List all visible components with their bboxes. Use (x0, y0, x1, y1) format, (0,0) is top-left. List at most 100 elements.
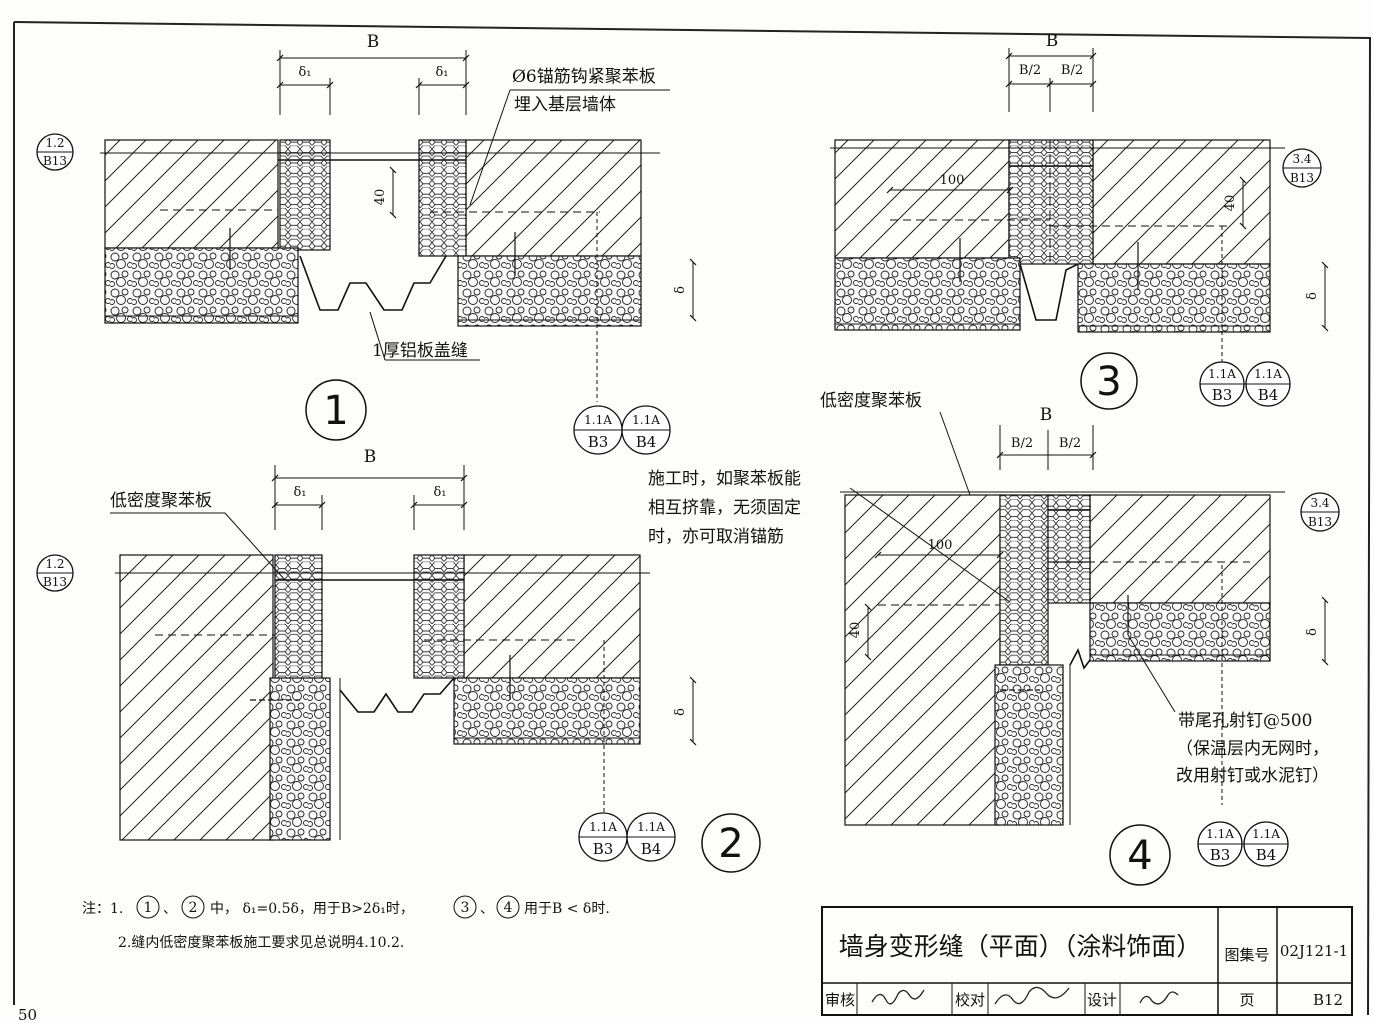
dim-b-3: B (1046, 31, 1059, 51)
svg-text:B4: B4 (1258, 386, 1279, 404)
check-label: 校对 (955, 991, 985, 1009)
svg-text:4: 4 (1127, 833, 1152, 879)
ref-pair-4: 1.1A 1.1A B3 B4 (1197, 821, 1289, 867)
note-text-1a: 中， δ₁=0.5δ，用于B>2δ₁时， (210, 901, 414, 917)
svg-text:2: 2 (718, 821, 743, 867)
ref-bubble-2: 1.2 B13 (36, 554, 74, 592)
detail-number-4: 4 (1109, 824, 1171, 886)
dim-delta-2: δ (673, 708, 688, 716)
svg-text:B3: B3 (1212, 386, 1233, 404)
review-label: 审核 (825, 991, 855, 1009)
svg-text:3: 3 (1096, 359, 1121, 405)
anchor-label-2: 埋入基层墙体 (514, 95, 616, 115)
dim-half-3a: B/2 (1019, 63, 1041, 78)
construct-note-1: 施工时，如聚苯板能 (648, 469, 801, 489)
dim-b-1: B (367, 32, 380, 52)
signature-review (871, 989, 925, 1005)
dim-delta-1: δ (673, 286, 688, 294)
dim-100-3: 100 (940, 173, 965, 188)
nail-label-1: 带尾孔射钉@500 (1178, 711, 1312, 731)
ref-pair-1: 1.1A 1.1A B3 B4 (573, 405, 671, 455)
ref-bubble-4: 3.4 B13 (1300, 492, 1340, 532)
svg-text:1.1A: 1.1A (589, 820, 617, 834)
svg-text:B3: B3 (593, 840, 614, 858)
svg-text:、: 、 (163, 901, 177, 917)
svg-text:B4: B4 (1256, 846, 1277, 864)
detail-number-1: 1 (305, 379, 367, 441)
dim-d1-1a: δ₁ (298, 65, 311, 80)
svg-text:4: 4 (504, 900, 513, 916)
svg-text:B4: B4 (641, 840, 662, 858)
svg-text:、: 、 (480, 901, 494, 917)
construct-note-2: 相互挤靠，无须固定 (648, 498, 801, 518)
page-number-box: B12 (1313, 991, 1343, 1009)
design-label: 设计 (1087, 991, 1117, 1009)
dim-d1-1b: δ₁ (435, 65, 448, 80)
dim-d1-2a: δ₁ (293, 485, 306, 500)
svg-text:1: 1 (323, 388, 348, 434)
svg-text:1.1A: 1.1A (637, 820, 665, 834)
al-cover-label: 1厚铝板盖缝 (372, 341, 468, 361)
atlas-label: 图集号 (1224, 946, 1269, 964)
dim-40-4: 40 (848, 622, 863, 639)
dim-delta-4: δ (1305, 628, 1320, 636)
detail-2 (110, 465, 697, 841)
svg-text:1.2: 1.2 (45, 136, 64, 150)
notes: 注：1. 1 、 2 中， δ₁=0.5δ，用于B>2δ₁时， 3 、 4 用于… (82, 895, 610, 951)
low-density-label-2: 低密度聚苯板 (110, 491, 212, 511)
page-label: 页 (1239, 991, 1254, 1009)
drawing-title: 墙身变形缝（平面）（涂料饰面） (839, 932, 1202, 961)
dim-half-4a: B/2 (1011, 436, 1033, 451)
svg-text:3: 3 (461, 900, 470, 916)
svg-text:2: 2 (189, 900, 198, 916)
ref-bubble-3: 3.4 B13 (1282, 148, 1322, 188)
title-block: 墙身变形缝（平面）（涂料饰面） 图集号 02J121-1 审核 校对 设计 页 … (821, 906, 1353, 1016)
dim-half-4b: B/2 (1059, 436, 1081, 451)
dim-half-3b: B/2 (1061, 63, 1083, 78)
svg-text:1.1A: 1.1A (632, 413, 660, 427)
ref-pair-2: 1.1A 1.1A B3 B4 (578, 812, 676, 862)
detail-3 (830, 48, 1329, 368)
ref-bubble-1: 1.2 B13 (36, 133, 74, 171)
dim-delta-3: δ (1305, 292, 1320, 300)
detail-number-3: 3 (1080, 352, 1138, 410)
svg-text:B13: B13 (43, 575, 67, 589)
signature-design (1139, 991, 1179, 1005)
svg-text:B3: B3 (1210, 846, 1231, 864)
low-density-label-4: 低密度聚苯板 (820, 391, 922, 411)
svg-text:B4: B4 (636, 433, 657, 451)
svg-text:1.1A: 1.1A (1254, 367, 1282, 381)
anchor-label-1: Ø6锚筋钩紧聚苯板 (512, 67, 656, 87)
note-line-2: 2.缝内低密度聚苯板施工要求见总说明4.10.2. (118, 934, 404, 951)
sheet-border (13, 21, 1372, 1016)
dim-b-4: B (1040, 405, 1053, 425)
svg-text:B13: B13 (1308, 515, 1332, 529)
nail-label-2: （保温层内无网时， (1176, 739, 1329, 759)
svg-text:1: 1 (144, 900, 153, 916)
dim-40-3: 40 (1223, 195, 1238, 212)
nail-label-3: 改用射钉或水泥钉） (1176, 766, 1329, 786)
note-text-1b: 用于B < δ时. (524, 901, 610, 917)
detail-number-2: 2 (701, 813, 761, 873)
svg-text:1.1A: 1.1A (1252, 827, 1280, 841)
svg-text:B13: B13 (43, 154, 67, 168)
svg-text:B3: B3 (588, 433, 609, 451)
atlas-number: 02J121-1 (1280, 942, 1348, 960)
dim-40-1: 40 (373, 189, 388, 206)
svg-text:1.1A: 1.1A (1206, 827, 1234, 841)
svg-text:3.4: 3.4 (1310, 496, 1329, 510)
svg-text:3.4: 3.4 (1292, 152, 1311, 166)
svg-text:1.1A: 1.1A (1208, 367, 1236, 381)
dim-b-2: B (364, 447, 377, 467)
note-prefix: 注：1. (82, 901, 123, 917)
svg-text:B13: B13 (1290, 171, 1314, 185)
detail-1 (100, 50, 697, 402)
signature-check (994, 986, 1070, 1005)
svg-text:1.1A: 1.1A (584, 413, 612, 427)
svg-text:1.2: 1.2 (45, 557, 64, 571)
dim-d1-2b: δ₁ (433, 485, 446, 500)
detail-4 (840, 411, 1329, 826)
ref-pair-3: 1.1A 1.1A B3 B4 (1199, 361, 1291, 407)
